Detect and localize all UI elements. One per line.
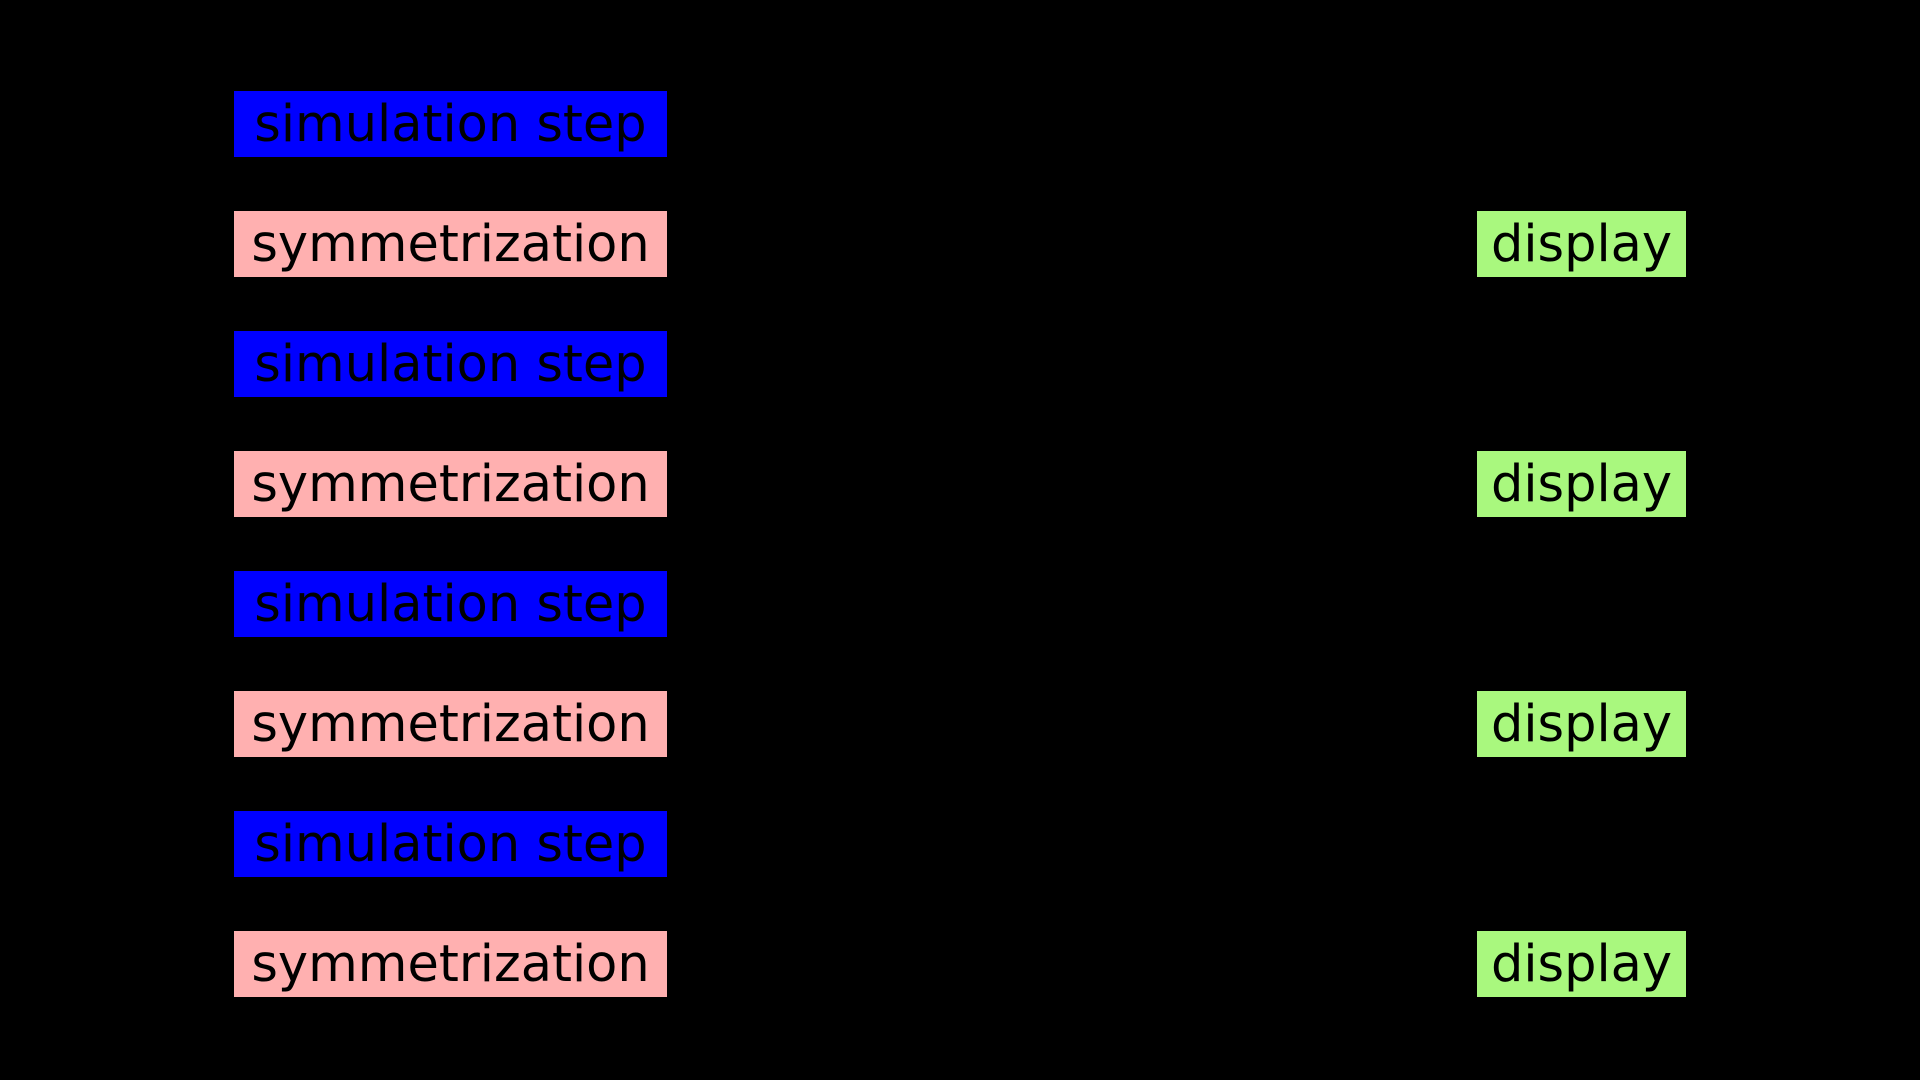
simulation-step-box-3: simulation step: [234, 571, 667, 637]
symmetrization-box-1: symmetrization: [234, 211, 667, 277]
simulation-step-box-2: simulation step: [234, 331, 667, 397]
display-box-2: display: [1477, 451, 1686, 517]
symmetrization-box-3: symmetrization: [234, 691, 667, 757]
symmetrization-box-4: symmetrization: [234, 931, 667, 997]
simulation-step-box-1: simulation step: [234, 91, 667, 157]
display-box-3: display: [1477, 691, 1686, 757]
simulation-step-box-4: simulation step: [234, 811, 667, 877]
display-box-1: display: [1477, 211, 1686, 277]
display-box-4: display: [1477, 931, 1686, 997]
symmetrization-box-2: symmetrization: [234, 451, 667, 517]
